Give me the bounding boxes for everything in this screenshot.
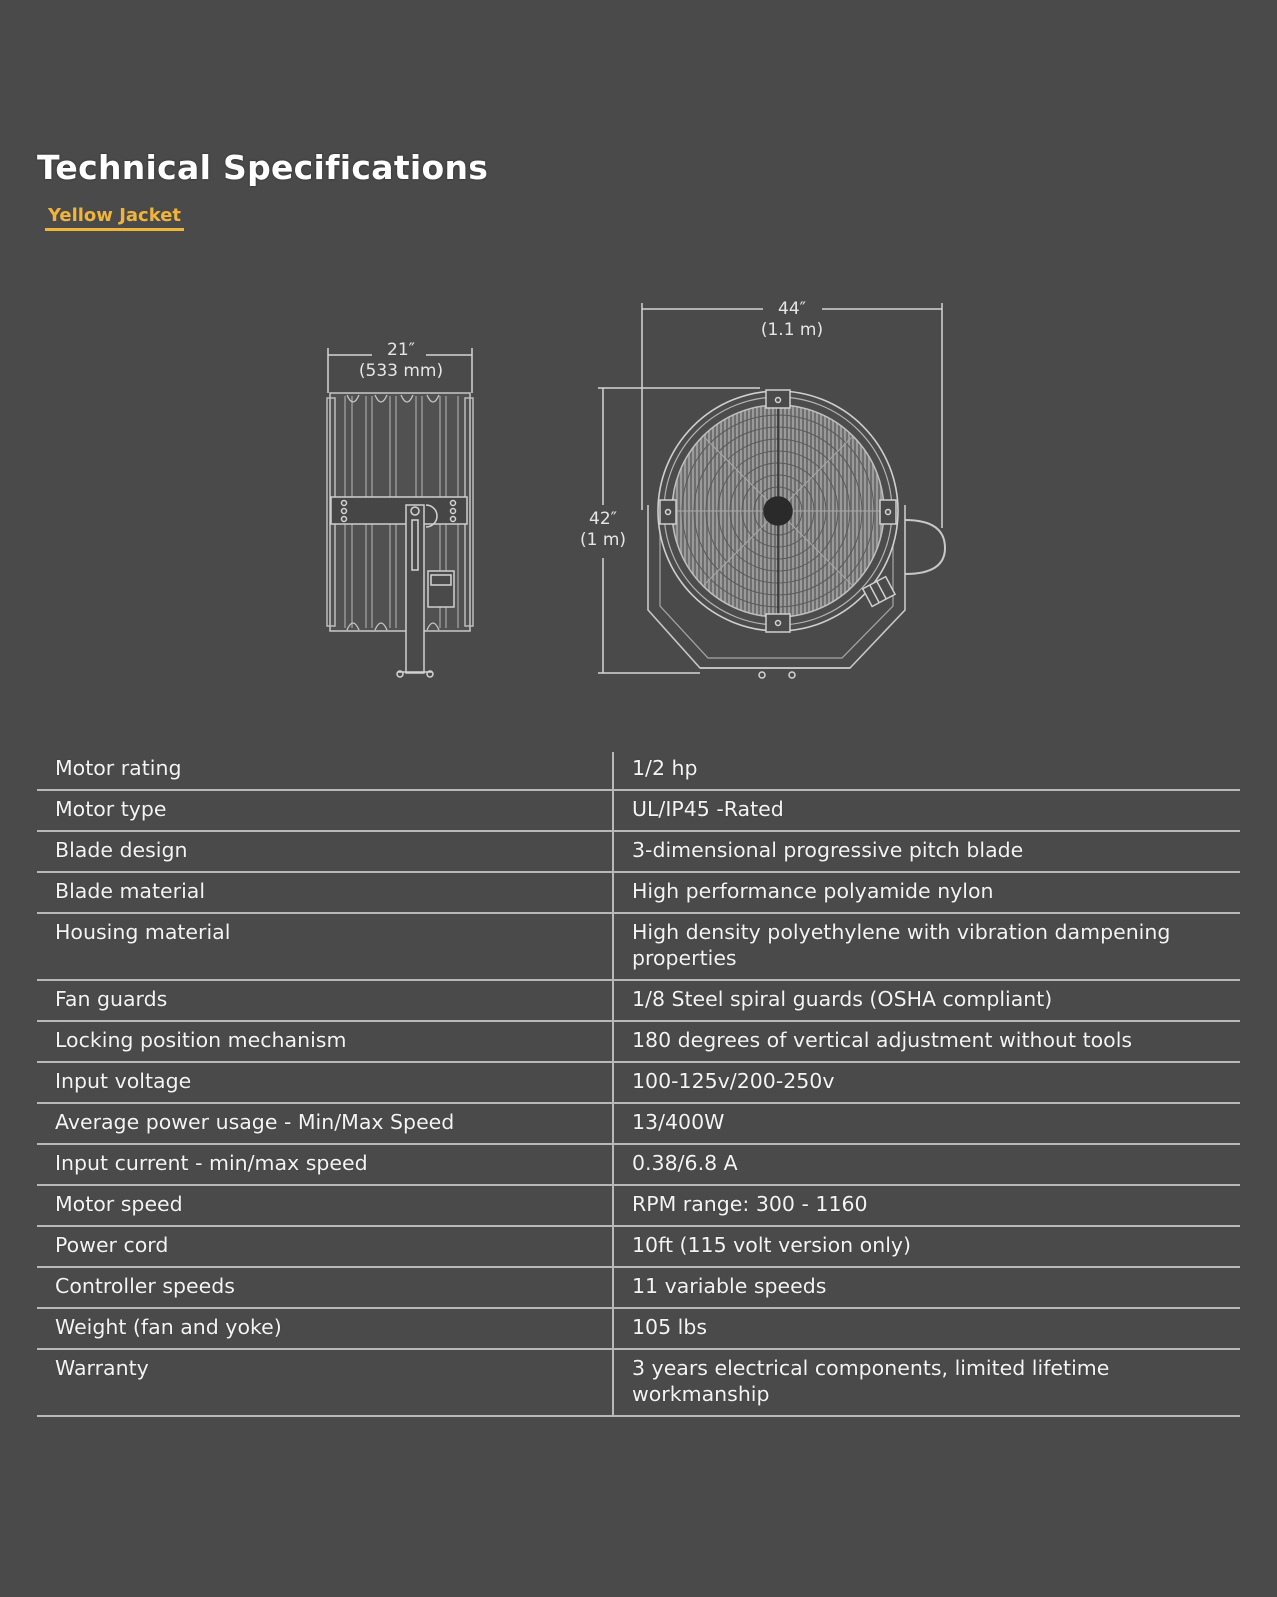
- spec-label: Housing material: [37, 913, 614, 981]
- spec-value: 1/2 hp: [613, 752, 1240, 791]
- spec-value: 180 degrees of vertical adjustment witho…: [613, 1021, 1240, 1063]
- spec-value: UL/IP45 -Rated: [613, 790, 1240, 832]
- side-width-dimension: 21″ (533 mm): [356, 340, 446, 382]
- front-width-imperial: 44″: [778, 299, 806, 319]
- spec-value: 100-125v/200-250v: [613, 1062, 1240, 1104]
- dimension-drawings: 21″ (533 mm) 44″ (1.1 m) 42″ (1 m): [0, 0, 1277, 720]
- spec-label: Motor speed: [37, 1185, 614, 1227]
- spec-label: Controller speeds: [37, 1267, 614, 1309]
- spec-value: 3-dimensional progressive pitch blade: [613, 831, 1240, 873]
- spec-label: Motor rating: [37, 752, 614, 791]
- spec-value: 10ft (115 volt version only): [613, 1226, 1240, 1268]
- spec-label: Blade design: [37, 831, 614, 873]
- page-title: Technical Specifications: [37, 148, 489, 187]
- spec-value: High performance polyamide nylon: [613, 872, 1240, 914]
- spec-label: Locking position mechanism: [37, 1021, 614, 1063]
- spec-label: Motor type: [37, 790, 614, 832]
- spec-label: Average power usage - Min/Max Speed: [37, 1103, 614, 1145]
- spec-value: 13/400W: [613, 1103, 1240, 1145]
- front-view-drawing: [598, 303, 947, 679]
- spec-label: Blade material: [37, 872, 614, 914]
- side-width-metric: (533 mm): [358, 361, 444, 381]
- side-view-drawing: [326, 348, 474, 678]
- spec-value: 11 variable speeds: [613, 1267, 1240, 1309]
- product-link-yellow-jacket[interactable]: Yellow Jacket: [45, 205, 185, 231]
- spec-value: 105 lbs: [613, 1308, 1240, 1350]
- spec-value: High density polyethylene with vibration…: [613, 913, 1240, 981]
- spec-label: Weight (fan and yoke): [37, 1308, 614, 1350]
- spec-value: 3 years electrical components, limited l…: [613, 1349, 1240, 1417]
- front-height-metric: (1 m): [579, 530, 627, 550]
- spec-label: Input voltage: [37, 1062, 614, 1104]
- front-height-imperial: 42″: [589, 509, 617, 529]
- side-width-imperial: 21″: [387, 340, 415, 360]
- spec-value: 0.38/6.8 A: [613, 1144, 1240, 1186]
- spec-value: RPM range: 300 - 1160: [613, 1185, 1240, 1227]
- table-row: Weight (fan and yoke)105 lbs: [37, 1308, 1240, 1350]
- spec-label: Warranty: [37, 1349, 614, 1417]
- front-width-metric: (1.1 m): [760, 320, 824, 340]
- spec-label: Power cord: [37, 1226, 614, 1268]
- spec-label: Input current - min/max speed: [37, 1144, 614, 1186]
- front-width-dimension: 44″ (1.1 m): [752, 299, 832, 341]
- spec-label: Fan guards: [37, 980, 614, 1022]
- fan-technical-drawing: [326, 303, 947, 679]
- spec-value: 1/8 Steel spiral guards (OSHA compliant): [613, 980, 1240, 1022]
- front-height-dimension: 42″ (1 m): [573, 509, 633, 551]
